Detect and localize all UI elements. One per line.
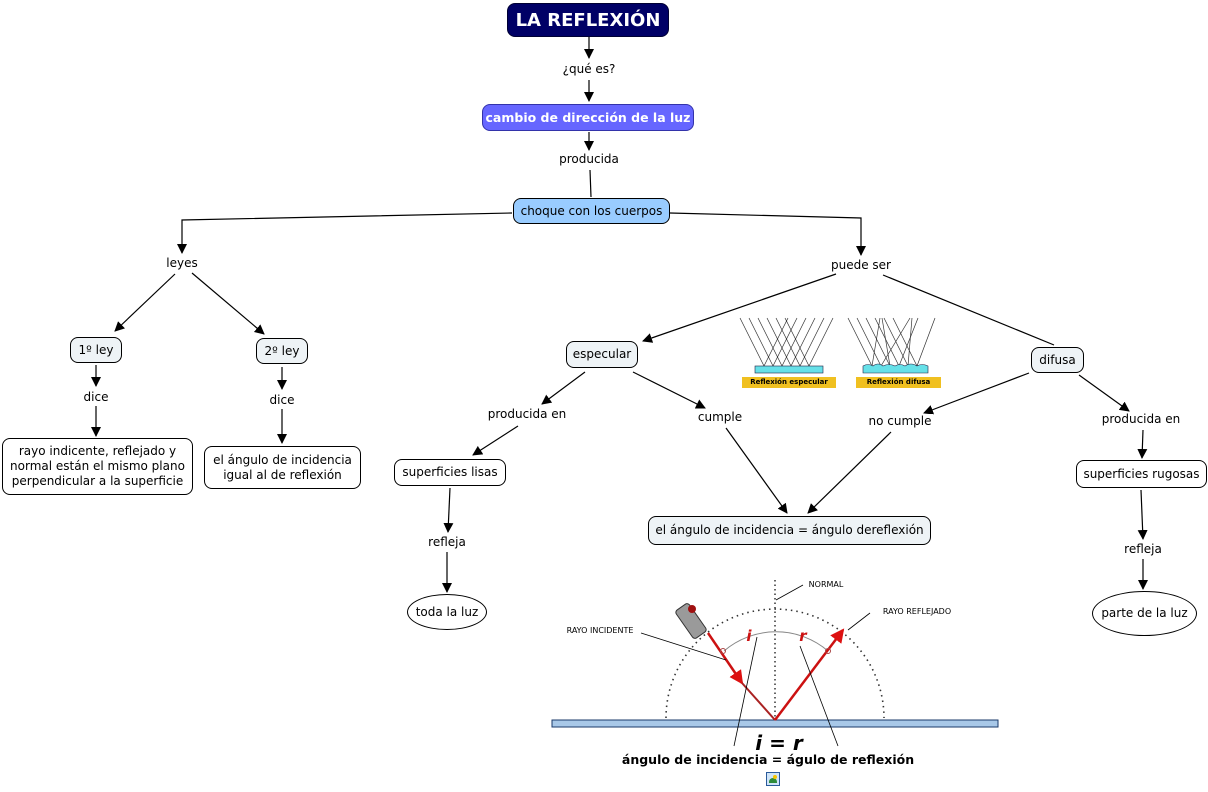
- link-notcomplies-rule: [807, 431, 892, 514]
- smooth-surfaces-node[interactable]: superficies lisas: [394, 459, 506, 486]
- link-diffuse-notcomplies: [923, 372, 1030, 415]
- link-collision-canbe: [669, 212, 866, 256]
- angle-rule-node[interactable]: el ángulo de incidencia = ángulo derefle…: [648, 516, 931, 545]
- incident-pointer: [640, 632, 727, 661]
- reflective-surface: [551, 719, 999, 728]
- incident-ray: [706, 632, 744, 685]
- rough-surface: [862, 363, 929, 374]
- link-label-complies: cumple: [695, 410, 745, 424]
- title-node[interactable]: LA REFLEXIÓN: [507, 3, 669, 37]
- i-angle-pointer: [733, 636, 758, 747]
- incident-ray-label: RAYO INCIDENTE: [566, 626, 634, 635]
- law2-node[interactable]: 2º ley: [256, 338, 308, 364]
- normal-label: NORMAL: [808, 580, 844, 589]
- specular-caption: Reflexión especular: [742, 377, 836, 388]
- law1-text-node[interactable]: rayo indicente, reflejado y normal están…: [2, 438, 193, 495]
- specular-node[interactable]: especular: [566, 341, 638, 368]
- link-label-what-is: ¿qué es?: [560, 62, 618, 76]
- link-laws-law1: [114, 273, 176, 332]
- link-label-says-2: dice: [267, 393, 297, 407]
- diffuse-node[interactable]: difusa: [1031, 347, 1084, 373]
- normal-pointer: [775, 584, 804, 601]
- angle-arc: [723, 631, 829, 652]
- link-label-produced-in-2: producida en: [1099, 412, 1183, 426]
- link-label-reflects-1: refleja: [426, 535, 468, 549]
- law-diagram-caption: ángulo de incidencia = águlo de reflexió…: [621, 752, 915, 767]
- diffuse-caption: Reflexión difusa: [856, 377, 941, 388]
- link-complies-rule: [725, 427, 788, 514]
- image-icon[interactable]: [766, 772, 780, 786]
- link-label-not-complies: no cumple: [866, 414, 934, 428]
- link-label-produced-in-1: producida en: [485, 407, 569, 421]
- i-symbol: i: [746, 627, 752, 645]
- link-smooth-reflects: [443, 487, 454, 533]
- law2-text-node[interactable]: el ángulo de incidencia igual al de refl…: [204, 446, 361, 489]
- r-symbol: r: [799, 627, 807, 645]
- title-text: LA REFLEXIÓN: [515, 9, 661, 31]
- link-rough-reflects: [1137, 489, 1148, 540]
- r-angle-pointer: [799, 645, 839, 747]
- protractor-arc: [665, 608, 885, 719]
- smooth-surface: [754, 365, 824, 374]
- incident-ray-tail: [741, 682, 776, 721]
- link-canbe-specular: [642, 273, 837, 343]
- specular-reflection-drawing: [739, 317, 834, 367]
- reflected-ray: [774, 628, 845, 721]
- diffuse-reflection-drawing: [847, 317, 936, 367]
- link-label-reflects-2: refleja: [1122, 542, 1164, 556]
- rough-surfaces-node[interactable]: superficies rugosas: [1076, 460, 1207, 488]
- law-of-reflection-diagram: [551, 580, 999, 747]
- reflection-types-image: [739, 317, 936, 374]
- link-collision-laws: [177, 212, 513, 254]
- main-concept-node[interactable]: cambio de dirección de la luz: [482, 104, 694, 131]
- part-light-node[interactable]: parte de la luz: [1092, 591, 1197, 636]
- link-label-says-1: dice: [81, 390, 111, 404]
- link-laws-law2: [191, 272, 265, 335]
- link-label-can-be: puede ser: [829, 258, 893, 272]
- link-producedin-smooth: [472, 425, 519, 456]
- equation-label: i = r: [755, 731, 803, 755]
- link-specular-producedin: [541, 371, 586, 405]
- link-producedin-rough: [1137, 429, 1148, 459]
- link-specular-complies: [632, 371, 706, 409]
- law1-node[interactable]: 1º ley: [70, 337, 122, 363]
- flashlight-icon: [675, 603, 707, 639]
- link-diffuse-producedin: [1078, 374, 1130, 412]
- collision-node[interactable]: choque con los cuerpos: [513, 198, 670, 224]
- all-light-node[interactable]: toda la luz: [407, 594, 487, 630]
- link-label-laws: leyes: [164, 256, 200, 270]
- link-label-produced: producida: [557, 152, 621, 166]
- link-canbe-diffuse: [882, 274, 1055, 346]
- link-produced-collision: [589, 169, 592, 198]
- reflected-ray-label: RAYO REFLEJADO: [882, 607, 952, 616]
- reflected-pointer: [847, 612, 871, 631]
